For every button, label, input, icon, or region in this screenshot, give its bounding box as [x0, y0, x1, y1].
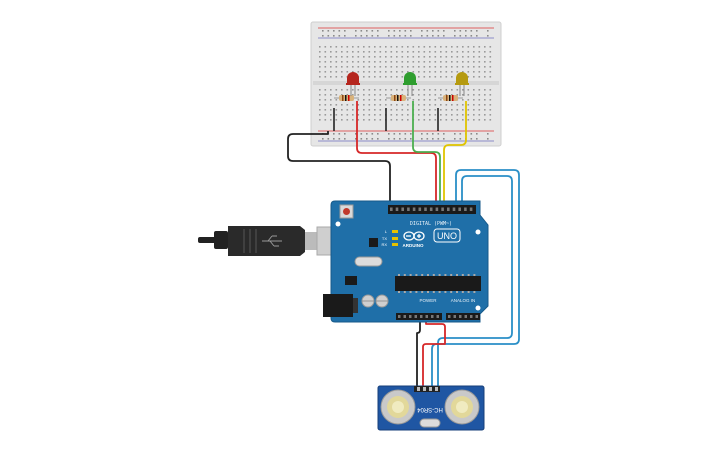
breadboard-holes — [319, 30, 492, 140]
digital-header[interactable] — [388, 205, 476, 214]
crystal-oscillator — [354, 256, 383, 267]
sensor-header[interactable] — [414, 386, 440, 392]
sensor-model-label: HC-SR04 — [417, 406, 443, 412]
power-label: POWER — [419, 298, 437, 303]
power-jack[interactable] — [323, 294, 358, 317]
power-header[interactable] — [396, 313, 442, 320]
led-label-tx: TX — [382, 236, 387, 241]
wire-black-gnd-sensor[interactable] — [416, 318, 421, 392]
reset-button[interactable] — [339, 204, 354, 219]
usb-cable[interactable] — [198, 226, 354, 256]
resistors — [334, 95, 463, 101]
led-label-l: L — [385, 229, 388, 234]
receiver-transducer — [444, 389, 480, 425]
sensor-crystal — [419, 418, 441, 428]
yellow-led[interactable] — [455, 72, 469, 96]
transmitter-transducer — [380, 389, 416, 425]
analog-header[interactable] — [446, 313, 480, 320]
leds — [346, 72, 469, 96]
digital-label: DIGITAL (PWM~) — [410, 221, 452, 227]
resistor-2 — [386, 95, 411, 101]
analog-label: ANALOG IN — [451, 298, 476, 303]
wire-red-led[interactable] — [356, 101, 437, 207]
arduino-uno-board[interactable]: DIGITAL (PWM~) L TX RX ARDUINO UNO — [323, 200, 489, 323]
model-label: UNO — [437, 231, 457, 241]
brand-label: ARDUINO — [403, 243, 424, 248]
arduino-logo — [403, 231, 425, 241]
wire-green-led[interactable] — [412, 101, 441, 207]
capacitors — [361, 294, 389, 308]
resistor-1 — [334, 95, 359, 101]
red-led[interactable] — [346, 72, 360, 96]
status-leds: L TX RX — [381, 229, 398, 247]
breadboard-ground-jumpers — [333, 108, 439, 131]
atmega-chip — [395, 274, 481, 293]
resistor-3 — [438, 95, 463, 101]
uno-badge — [433, 228, 461, 243]
wire-red-5v[interactable] — [422, 318, 446, 392]
wire-yellow-led[interactable] — [443, 101, 467, 207]
voltage-regulator — [345, 276, 357, 285]
usb-icon — [262, 235, 282, 247]
usb-chip — [369, 238, 378, 247]
wires — [287, 101, 520, 392]
green-led[interactable] — [403, 72, 417, 96]
wire-ground-black[interactable] — [287, 131, 391, 207]
ultrasonic-sensor[interactable]: HC-SR04 — [377, 385, 485, 431]
led-label-rx: RX — [381, 242, 387, 247]
wire-blue-echo[interactable] — [437, 175, 513, 392]
